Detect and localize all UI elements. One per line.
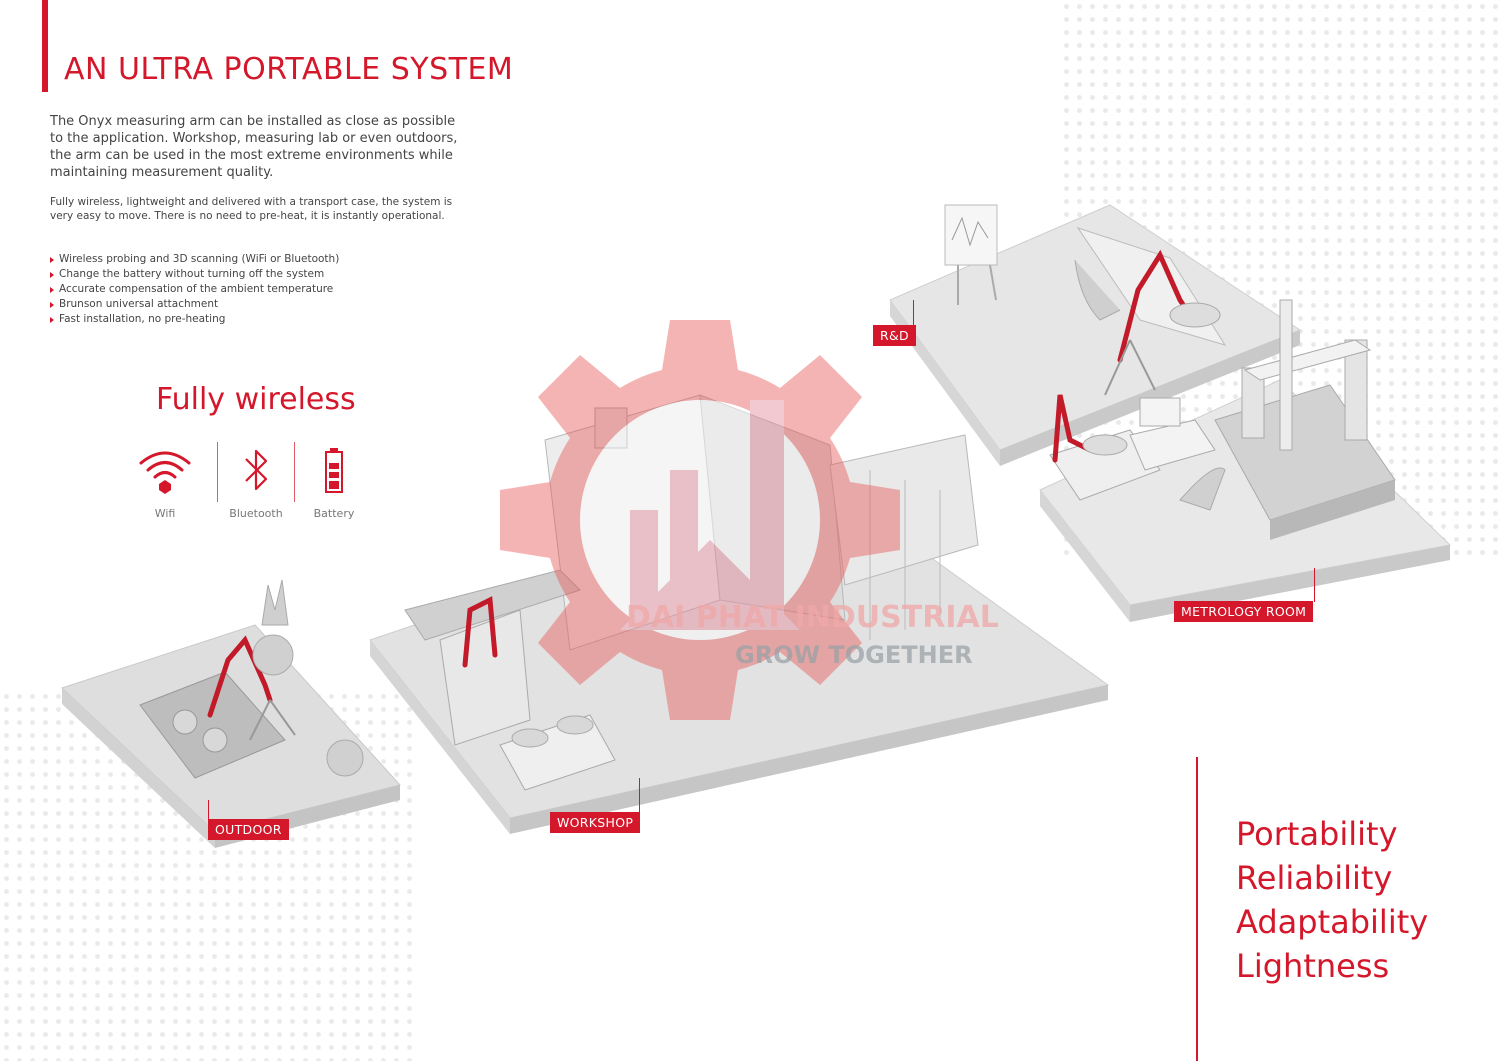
outdoor-platform [61,579,401,848]
quality-item: Reliability [1236,859,1393,897]
battery-label: Battery [313,507,355,520]
wifi-icon [139,451,191,494]
wireless-heading: Fully wireless [156,382,356,417]
wifi-feature: Wifi [130,445,200,535]
workshop-platform [369,394,1110,834]
title-accent-bar [42,0,48,92]
bluetooth-icon [245,449,268,491]
battery-icon [325,448,343,493]
page-title: AN ULTRA PORTABLE SYSTEM [64,52,514,87]
zone-label-stem [1314,568,1315,602]
whiteboard-icon [944,204,998,266]
watermark-gear-logo [500,320,900,720]
feature-item: Accurate compensation of the ambient tem… [50,282,339,297]
zone-label-rd: R&D [873,325,916,346]
quality-item: Adaptability [1236,903,1429,941]
icon-divider [294,442,295,502]
qualities-accent-rule [1196,757,1198,1061]
zone-label-workshop: WORKSHOP [550,812,641,833]
zone-label-stem [639,778,640,813]
watermark-company-name: DAI PHAT INDUSTRIAL [626,600,999,635]
intro-paragraph-secondary: Fully wireless, lightweight and delivere… [50,196,453,222]
feature-item: Change the battery without turning off t… [50,267,339,282]
intro-paragraph: The Onyx measuring arm can be installed … [50,114,458,180]
metrology-platform [1039,299,1452,622]
quality-item: Lightness [1236,947,1390,985]
bluetooth-label: Bluetooth [229,507,283,520]
bluetooth-feature: Bluetooth [221,445,291,535]
feature-list: Wireless probing and 3D scanning (WiFi o… [50,252,339,327]
feature-item: Brunson universal attachment [50,297,339,312]
rd-platform [889,204,1302,466]
wifi-label: Wifi [154,507,176,520]
workpiece-icon [139,671,286,779]
feature-item: Fast installation, no pre-heating [50,312,339,327]
qualities-list: Portability Reliability Adaptability Lig… [1236,812,1428,988]
battery-feature: Battery [299,445,369,535]
quality-item: Portability [1236,815,1398,853]
zone-label-metrology: METROLOGY ROOM [1174,601,1314,622]
zone-label-stem [913,300,914,326]
feature-item: Wireless probing and 3D scanning (WiFi o… [50,252,339,267]
zone-label-outdoor: OUTDOOR [208,819,289,840]
icon-divider [217,442,218,502]
watermark-slogan: GROW TOGETHER [735,641,973,669]
zone-label-stem [208,800,209,820]
